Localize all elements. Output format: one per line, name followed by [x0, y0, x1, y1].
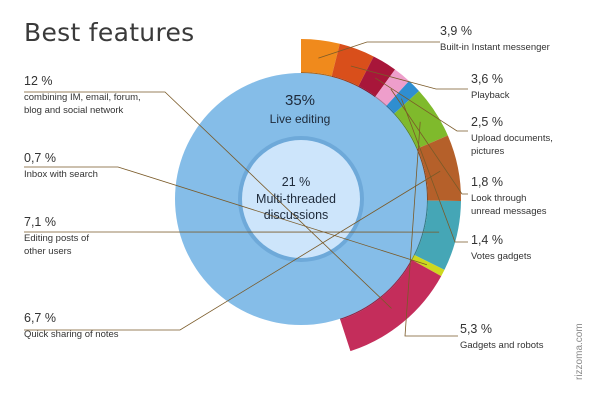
- text-inbox-search: Inbox with search: [24, 169, 98, 180]
- text-combining-im: combining IM, email, forum, blog and soc…: [24, 92, 141, 116]
- text-upload-documents: Upload documents, pictures: [471, 133, 553, 157]
- slice-gadgets-robots: [394, 90, 448, 149]
- text-playback: Playback: [471, 90, 510, 101]
- leader-unread-messages: [390, 88, 468, 195]
- label-editing-posts: 7,1 % Editing posts of other users: [24, 215, 89, 258]
- label-instant-messenger: 3,9 % Built-in Instant messenger: [440, 24, 550, 54]
- text-quick-sharing: Quick sharing of notes: [24, 329, 119, 340]
- slice-unread-messages: [375, 69, 410, 106]
- value-instant-messenger: 3,9 %: [440, 24, 472, 38]
- slice-playback: [331, 43, 374, 86]
- live-editing-value: 35%: [284, 92, 316, 109]
- value-unread-messages: 1,8 %: [471, 175, 503, 189]
- value-inbox-search: 0,7 %: [24, 151, 56, 165]
- leader-gadgets-robots: [404, 121, 458, 337]
- leader-quick-sharing: [24, 170, 441, 331]
- label-unread-messages: 1,8 % Look through unread messages: [471, 175, 547, 218]
- leader-votes-gadgets: [401, 98, 468, 243]
- label-votes-gadgets: 1,4 % Votes gadgets: [471, 233, 531, 263]
- leader-instant-messenger: [318, 41, 440, 59]
- multi-threaded-text: Multi-threaded discussions: [256, 192, 336, 222]
- live-editing-text: Live editing: [269, 112, 331, 126]
- chart-title: Best features: [24, 18, 195, 47]
- text-votes-gadgets: Votes gadgets: [471, 251, 532, 262]
- watermark: rizzoma.com: [574, 323, 585, 380]
- leader-inbox-search: [24, 166, 428, 266]
- multi-threaded-label: 21 % Multi-threaded discussions: [232, 174, 360, 223]
- slice-editing-posts: [414, 200, 461, 270]
- text-gadgets-robots: Gadgets and robots: [460, 340, 544, 351]
- slice-votes-gadgets: [386, 80, 420, 114]
- leader-combining-im: [24, 91, 392, 309]
- value-upload-documents: 2,5 %: [471, 115, 503, 129]
- slice-combining-im: [340, 260, 442, 352]
- leader-playback: [350, 65, 468, 90]
- text-instant-messenger: Built-in Instant messenger: [440, 42, 550, 53]
- slice-upload-documents: [358, 56, 396, 97]
- value-quick-sharing: 6,7 %: [24, 311, 56, 325]
- multi-threaded-value: 21 %: [281, 175, 311, 189]
- value-combining-im: 12 %: [24, 74, 53, 88]
- value-playback: 3,6 %: [471, 72, 503, 86]
- value-gadgets-robots: 5,3 %: [460, 322, 492, 336]
- label-upload-documents: 2,5 % Upload documents, pictures: [471, 115, 553, 158]
- label-quick-sharing: 6,7 % Quick sharing of notes: [24, 311, 119, 341]
- text-unread-messages: Look through unread messages: [471, 193, 547, 217]
- label-inbox-search: 0,7 % Inbox with search: [24, 151, 98, 181]
- value-editing-posts: 7,1 %: [24, 215, 56, 229]
- value-votes-gadgets: 1,4 %: [471, 233, 503, 247]
- slice-multi-threaded: [242, 140, 360, 258]
- label-gadgets-robots: 5,3 % Gadgets and robots: [460, 322, 543, 352]
- text-editing-posts: Editing posts of other users: [24, 233, 89, 257]
- leader-upload-documents: [374, 77, 468, 132]
- label-playback: 3,6 % Playback: [471, 72, 510, 102]
- label-combining-im: 12 % combining IM, email, forum, blog an…: [24, 74, 141, 117]
- slice-inbox-search: [412, 255, 445, 277]
- live-editing-label: 35% Live editing: [240, 92, 360, 128]
- slice-quick-sharing: [417, 135, 462, 202]
